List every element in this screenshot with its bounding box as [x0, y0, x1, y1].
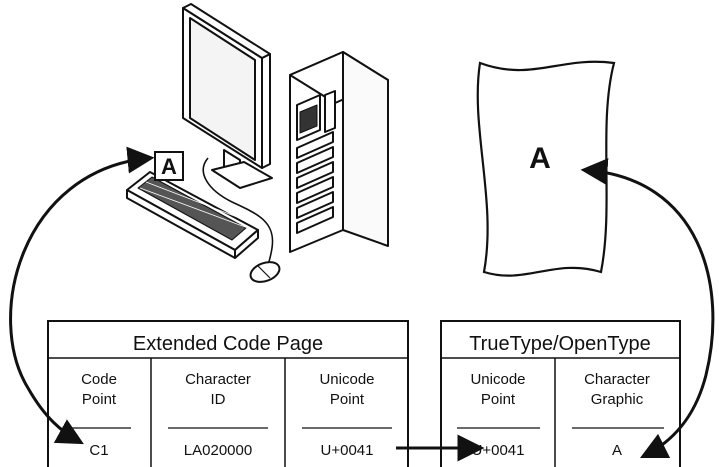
codepage-header-1-line1: Code: [81, 371, 117, 388]
key-cap: A: [154, 151, 184, 181]
codepage-header-1-line2: Point: [82, 391, 117, 408]
codepage-header-3-line1: Unicode: [319, 371, 374, 388]
font-header-2-line1: Character: [584, 371, 650, 388]
tower-computer-icon: [289, 51, 389, 253]
document-icon: A: [476, 60, 616, 277]
arrow-icon-keyboard-to-codepoint: [9, 146, 155, 445]
font-table-title: TrueType/OpenType: [469, 333, 651, 355]
codepage-table: Extended Code Page Code Point Character …: [47, 320, 409, 467]
mouse-icon: [249, 261, 281, 283]
monitor-icon: [182, 3, 273, 189]
codepage-value-code-point: C1: [89, 442, 108, 459]
codepage-header-2-line1: Character: [185, 371, 251, 388]
screen-letter: A: [161, 154, 177, 179]
font-value-character-graphic: A: [612, 442, 622, 459]
font-value-unicode-point: U+0041: [472, 442, 525, 459]
codepage-title: Extended Code Page: [133, 333, 323, 355]
codepage-value-character-id: LA020000: [184, 442, 252, 459]
codepage-header-3-line2: Point: [330, 391, 365, 408]
font-header-1-line2: Point: [481, 391, 516, 408]
font-table: TrueType/OpenType Unicode Point Characte…: [440, 320, 681, 467]
arrow-icon-document-to-graphic: [580, 158, 715, 459]
font-header-1-line1: Unicode: [470, 371, 525, 388]
font-header-2-line2: Graphic: [591, 391, 644, 408]
document-letter: A: [529, 142, 551, 175]
codepage-header-2-line2: ID: [211, 391, 226, 408]
codepage-value-unicode-point: U+0041: [321, 442, 374, 459]
